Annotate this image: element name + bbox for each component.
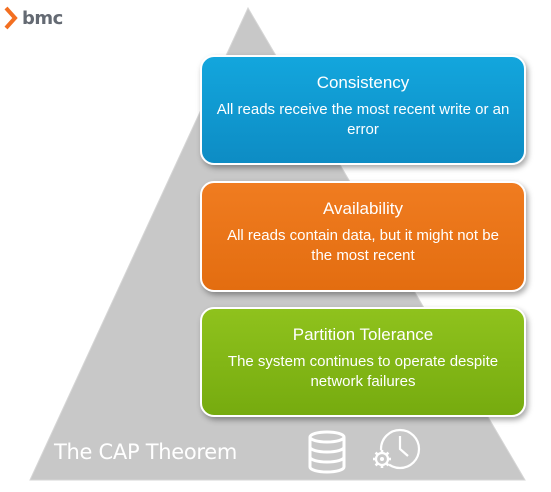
bmc-logo: bmc: [3, 6, 63, 30]
availability-card: Availability All reads contain data, but…: [200, 181, 526, 292]
consistency-title: Consistency: [316, 73, 410, 92]
consistency-card: Consistency All reads receive the most r…: [200, 55, 526, 165]
partition-tolerance-card: Partition Tolerance The system continues…: [200, 307, 526, 417]
partition-tolerance-description: The system continues to operate despite …: [227, 353, 499, 390]
database-icon: [308, 430, 346, 474]
consistency-description: All reads receive the most recent write …: [216, 101, 510, 138]
bmc-chevron-icon: [4, 6, 18, 30]
bmc-logo-text: bmc: [22, 7, 63, 29]
availability-title: Availability: [322, 199, 403, 218]
diagram-title: The CAP Theorem: [54, 440, 238, 464]
partition-tolerance-title: Partition Tolerance: [292, 325, 434, 344]
gear-clock-icon: [373, 428, 421, 470]
availability-description: All reads contain data, but it might not…: [227, 227, 499, 264]
